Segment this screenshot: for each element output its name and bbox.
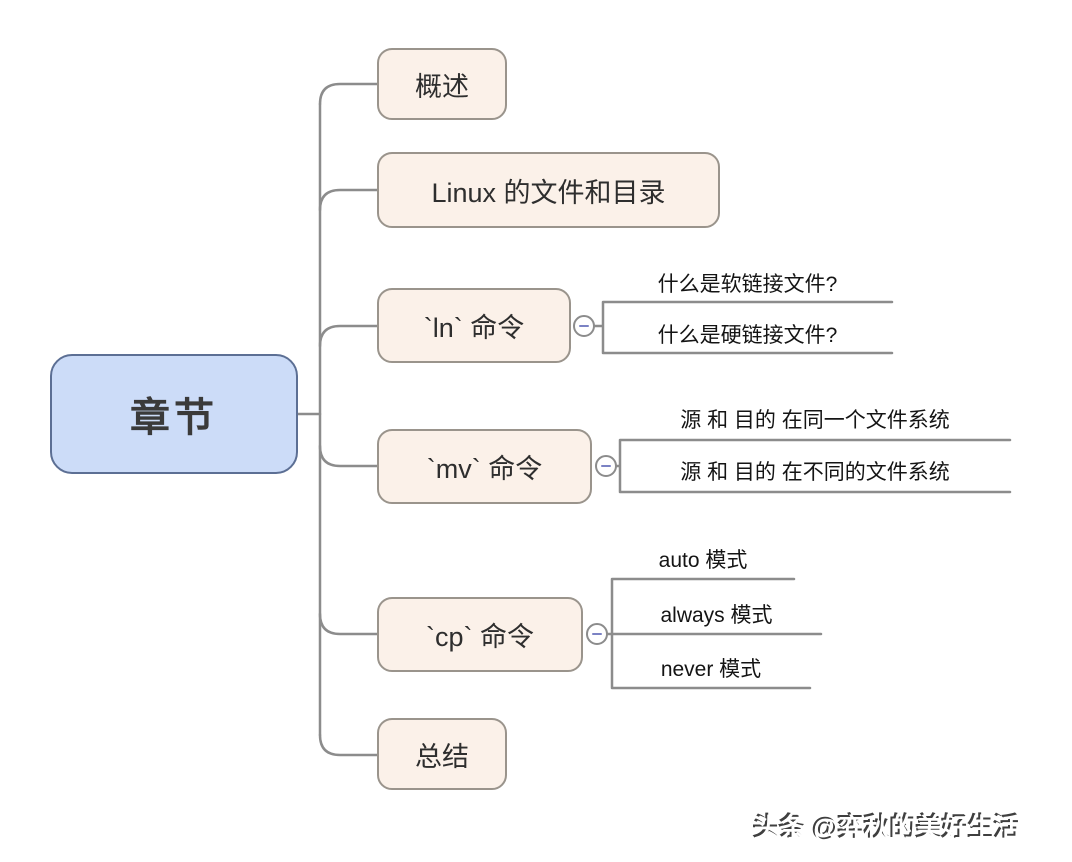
subtopic-never-mode[interactable]: never 模式	[660, 658, 762, 681]
watermark-text-highlight: 头条 @弈秋的美好生活	[754, 813, 1021, 843]
node-overview[interactable]: 概述	[377, 48, 507, 120]
subtopic-different-filesystem[interactable]: 源 和 目的 在不同的文件系统	[680, 461, 950, 484]
node-linux-files-dirs-label: Linux 的文件和目录	[431, 177, 666, 208]
collapse-button-ln[interactable]	[573, 315, 595, 337]
node-cp-command-label: `cp` 命令	[426, 622, 534, 652]
subtopic-same-filesystem[interactable]: 源 和 目的 在同一个文件系统	[680, 409, 950, 432]
branch-line-linux	[318, 188, 379, 212]
minus-icon	[579, 324, 589, 328]
branch-line-overview	[318, 82, 379, 106]
node-overview-label: 概述	[415, 71, 469, 102]
mv-children-lines	[615, 438, 1012, 494]
node-ln-command[interactable]: `ln` 命令	[377, 288, 571, 363]
branch-line-ln	[318, 324, 379, 348]
collapse-button-cp[interactable]	[586, 623, 608, 645]
node-linux-files-dirs[interactable]: Linux 的文件和目录	[377, 152, 720, 228]
node-mv-command[interactable]: `mv` 命令	[377, 429, 592, 504]
node-cp-command[interactable]: `cp` 命令	[377, 597, 583, 672]
watermark-text: 头条 @弈秋的美好生活	[752, 811, 1019, 841]
cp-children-lines	[606, 577, 823, 690]
minus-icon	[601, 464, 611, 468]
watermark: 头条 @弈秋的美好生活 头条 @弈秋的美好生活	[752, 806, 1052, 843]
branch-line-summary	[318, 733, 379, 757]
subtopic-always-mode[interactable]: always 模式	[660, 604, 773, 627]
node-summary-label: 总结	[415, 741, 469, 772]
node-ln-command-label: `ln` 命令	[423, 313, 525, 343]
node-mv-command-label: `mv` 命令	[426, 454, 543, 484]
collapse-button-mv[interactable]	[595, 455, 617, 477]
root-node-label: 章节	[130, 396, 218, 440]
subtopic-auto-mode[interactable]: auto 模式	[658, 549, 748, 572]
branch-line-mv	[318, 444, 379, 468]
subtopic-soft-link[interactable]: 什么是软链接文件?	[657, 273, 838, 296]
ln-children-lines	[593, 300, 894, 355]
branch-line-cp	[318, 612, 379, 636]
subtopic-hard-link[interactable]: 什么是硬链接文件?	[657, 324, 838, 347]
root-node-chapters[interactable]: 章节	[50, 354, 298, 474]
node-summary[interactable]: 总结	[377, 718, 507, 790]
minus-icon	[592, 632, 602, 636]
